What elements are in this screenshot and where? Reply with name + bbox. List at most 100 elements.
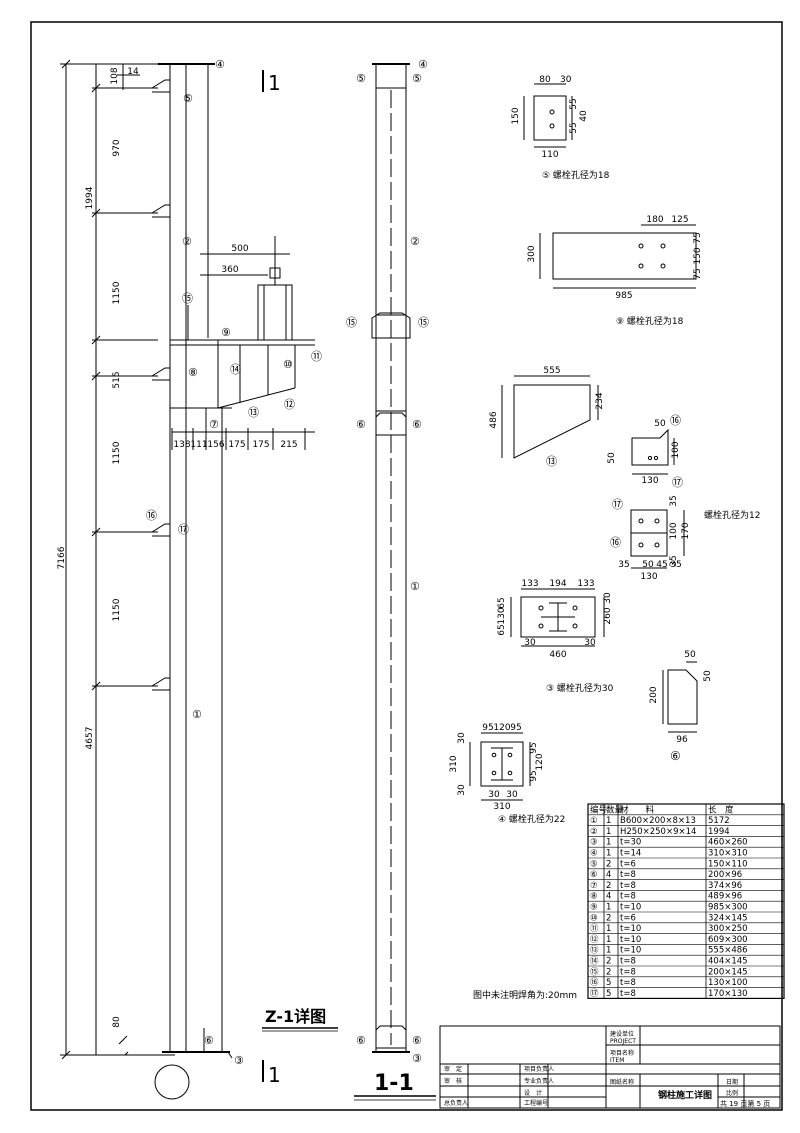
bom-header-cell: 数量 (606, 804, 624, 815)
p9-dim-75a: 75 (693, 232, 703, 243)
p4-dim-95d: 95 (529, 770, 539, 781)
callout-6: ⑥ (204, 1034, 214, 1047)
bom-cell: 1 (606, 946, 611, 956)
bom-cell: 1 (606, 924, 611, 934)
p17-label-16: ⑯ (610, 536, 621, 549)
bom-cell: 130×100 (708, 978, 748, 988)
bom-cell: t=8 (620, 957, 636, 967)
p4-dim-95b: 95 (510, 723, 521, 733)
bom-cell: t=14 (620, 849, 641, 859)
p4-dim-30a: 30 (457, 732, 467, 744)
view-title: Z-1详图 (265, 1007, 326, 1026)
bom-cell: ⑧ (590, 892, 598, 902)
dim-175-a: 175 (228, 440, 245, 450)
dim-4657: 4657 (85, 727, 95, 750)
callout-2: ② (182, 235, 192, 248)
callout-15: ⑮ (182, 292, 193, 305)
p5-caption: ⑤ 螺栓孔径为18 (542, 169, 610, 181)
section-title: 1-1 (374, 1071, 414, 1096)
section-mark-top: 1 (268, 71, 281, 95)
bom-cell: ① (590, 816, 598, 826)
p5-dim-30: 30 (560, 75, 572, 85)
bom-cell: 1 (606, 903, 611, 913)
bom-cell: 1 (606, 935, 611, 945)
p4-caption: ④ 螺栓孔径为22 (498, 813, 565, 825)
bom-cell: 1 (606, 816, 611, 826)
p5-dim-150: 150 (511, 107, 521, 124)
tb-item-label: 项目名称 (610, 1049, 634, 1057)
bom-cell: 2 (606, 913, 611, 923)
dim-1994: 1994 (85, 186, 95, 209)
dim-14: 14 (127, 67, 139, 77)
detail-part-17: 35 100 35 170 35 50 45 130 35 螺栓孔径为12 ⑰ … (610, 495, 760, 582)
bom-cell: 310×310 (708, 849, 748, 859)
callout-5: ⑤ (183, 92, 193, 105)
dim-500: 500 (231, 244, 248, 254)
bom-header-cell: 编号 (590, 804, 607, 815)
p5-dim-80: 80 (539, 75, 551, 85)
p17-dim-130: 130 (640, 572, 657, 582)
bom-cell: t=6 (620, 913, 636, 923)
dim-175-b: 175 (252, 440, 269, 450)
p3-dim-133a: 133 (521, 579, 538, 589)
tb-sheet-text: 共 19 页第 5 页 (720, 1099, 770, 1108)
callout-17: ⑰ (178, 523, 189, 536)
dim-7166: 7166 (57, 546, 67, 569)
sec-callout-15-left: ⑮ (346, 316, 357, 329)
bom-cell: ⑦ (590, 881, 598, 891)
dim-138: 138 (173, 440, 190, 450)
p4-dim-120b: 120 (535, 753, 545, 770)
tb-row-1: 审 核 (444, 1077, 462, 1085)
title-block (439, 1025, 781, 1109)
p9-dim-75b: 75 (693, 268, 703, 279)
p17-label-17: ⑰ (612, 498, 623, 511)
elevation-view (60, 59, 315, 1100)
sec-callout-5-left: ⑤ (356, 72, 366, 85)
detail-part-5: 80 30 150 55 40 55 110 ⑤ 螺栓孔径为18 (511, 75, 610, 181)
tb-row-0: 审 定 (444, 1065, 462, 1073)
p17-dim-35a: 35 (669, 495, 679, 506)
p6-dim-96: 96 (676, 735, 688, 745)
bom-cell: t=8 (620, 978, 636, 988)
bom-cell: 2 (606, 957, 611, 967)
p3-dim-130: 130 (497, 607, 507, 624)
p16-dim-130: 130 (641, 476, 658, 486)
p4-dim-310a: 310 (449, 755, 459, 772)
p4-dim-95a: 95 (482, 723, 493, 733)
p4-dim-310b: 310 (493, 802, 510, 812)
p3-dim-65a: 65 (497, 597, 507, 608)
callout-16: ⑯ (146, 509, 157, 522)
p5-dim-110: 110 (541, 150, 558, 160)
callout-12: ⑫ (284, 398, 295, 411)
tb-mid-3: 工程编号 (524, 1099, 548, 1107)
bom-cell: H250×250×9×14 (620, 827, 696, 837)
p17-dim-35d: 35 (670, 560, 681, 570)
bom-cell: ⑨ (590, 903, 598, 913)
tb-scale-label: 比例 (726, 1089, 738, 1097)
detail-part-6: 50 50 200 96 ⑥ (649, 650, 713, 763)
p4-dim-30b: 30 (457, 784, 467, 796)
callout-11: ⑪ (311, 350, 322, 363)
bom-cell: t=10 (620, 903, 641, 913)
p17-dim-45: 45 (656, 560, 667, 570)
p17-dim-50: 50 (642, 560, 654, 570)
p3-dim-194: 194 (549, 579, 566, 589)
callout-14: ⑭ (230, 363, 241, 376)
section-view (354, 63, 436, 1101)
bom-cell: 1 (606, 838, 611, 848)
p3-dim-30a: 30 (603, 592, 613, 604)
bom-cell: ⑰ (590, 989, 599, 999)
bom-cell: t=8 (620, 967, 636, 977)
elevation-callouts: ④ ⑤ ② ⑮ ⑨ ⑧ ⑩ ⑪ ⑭ ⑫ ⑬ ⑦ ⑯ ⑰ ① ⑥ ③ (146, 58, 322, 1067)
bom-cell: 2 (606, 881, 611, 891)
dim-1150-a: 1150 (112, 281, 122, 304)
bom-cell: ⑩ (590, 913, 598, 923)
callout-1: ① (192, 708, 202, 721)
bom-cell: 489×96 (708, 892, 742, 902)
weld-note: 图中未注明焊角为:20mm (473, 989, 577, 1001)
p16-dim-50b: 50 (607, 452, 617, 464)
callout-10: ⑩ (283, 358, 293, 371)
sec-callout-4: ④ (418, 58, 428, 71)
tb-mid-1: 专业负责人 (524, 1077, 554, 1085)
